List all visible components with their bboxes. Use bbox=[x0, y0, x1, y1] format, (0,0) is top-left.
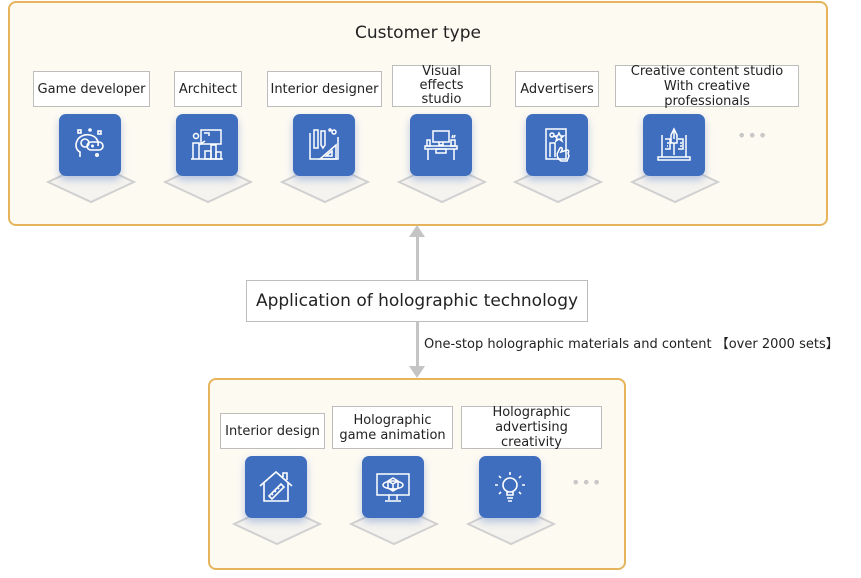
label-interior-designer: Interior designer bbox=[267, 71, 382, 107]
tile-advertisers bbox=[508, 114, 608, 209]
tile-architect bbox=[158, 114, 258, 209]
tile-holographic-advertising-creativity bbox=[461, 456, 561, 551]
tile-holographic-game-animation bbox=[344, 456, 444, 551]
tile-interior-designer bbox=[275, 114, 375, 209]
label-text: Holographic advertising creativity bbox=[492, 405, 571, 450]
label-architect: Architect bbox=[174, 71, 242, 107]
more-dots-bottom: ••• bbox=[571, 473, 603, 492]
label-holographic-advertising-creativity: Holographic advertising creativity bbox=[461, 405, 602, 450]
tile-interior-design bbox=[227, 456, 327, 551]
architect-icon bbox=[176, 114, 238, 176]
label-game-developer: Game developer bbox=[33, 71, 150, 107]
label-advertisers: Advertisers bbox=[515, 71, 599, 107]
arrow-up-head bbox=[409, 225, 425, 237]
label-text: Visual effects studio bbox=[419, 64, 464, 107]
label-visual-effects-studio: Visual effects studio bbox=[392, 65, 491, 107]
materials-edge-label: One-stop holographic materials and conte… bbox=[424, 337, 839, 352]
label-text: Holographic game animation bbox=[339, 412, 446, 443]
label-holographic-game-animation: Holographic game animation bbox=[332, 406, 453, 449]
label-creative-content-studio: Creative content studio With creative pr… bbox=[615, 63, 799, 109]
pen-book-icon bbox=[643, 114, 705, 176]
drafting-tools-icon bbox=[293, 114, 355, 176]
label-text: Creative content studio With creative pr… bbox=[630, 63, 784, 109]
tile-game-developer bbox=[41, 114, 141, 209]
billboard-touch-icon bbox=[526, 114, 588, 176]
customer-type-title: Customer type bbox=[355, 23, 481, 43]
tile-creative-content-studio bbox=[625, 114, 725, 209]
arrow-down-head bbox=[409, 366, 425, 378]
computer-desk-icon bbox=[410, 114, 472, 176]
lightbulb-icon bbox=[479, 456, 541, 518]
label-interior-design: Interior design bbox=[220, 413, 325, 449]
connector-up bbox=[416, 236, 419, 280]
gamepad-brain-icon bbox=[59, 114, 121, 176]
holographic-technology-node: Application of holographic technology bbox=[246, 280, 588, 322]
monitor-cube-icon bbox=[362, 456, 424, 518]
more-dots-top: ••• bbox=[737, 126, 769, 145]
house-ruler-icon bbox=[245, 456, 307, 518]
tile-visual-effects-studio bbox=[392, 114, 492, 209]
connector-down bbox=[416, 322, 419, 367]
